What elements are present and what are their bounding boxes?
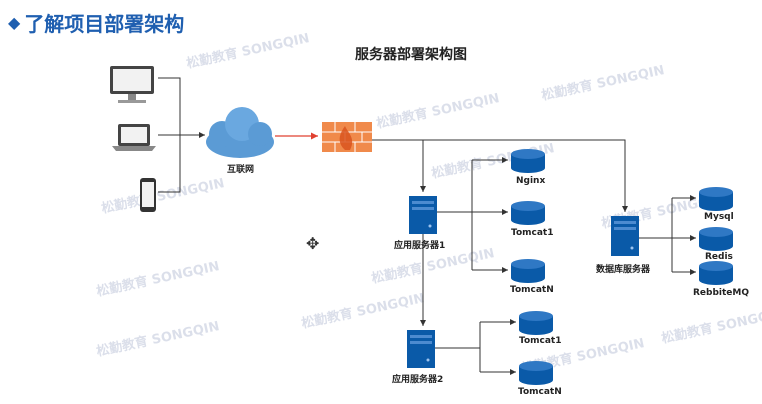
move-cursor-icon: ✥ — [306, 234, 320, 253]
phone-icon — [140, 178, 156, 212]
app-server-1-label: 应用服务器1 — [394, 241, 446, 251]
db-server-label: 数据库服务器 — [596, 265, 651, 275]
tomcat1-a-label: Tomcat1 — [511, 228, 554, 238]
rabbitmq-db-icon — [699, 261, 733, 285]
tomcatN-a-db-icon — [511, 259, 545, 283]
redis-label: Redis — [705, 252, 733, 262]
tomcat1-a-db-icon — [511, 201, 545, 225]
laptop-icon — [112, 124, 156, 151]
diagram-title: 服务器部署架构图 — [355, 47, 467, 63]
tomcat1-b-db-icon — [519, 311, 553, 335]
slide-title: ◆ 了解项目部署架构 — [8, 8, 184, 37]
app-server-2-icon — [407, 330, 435, 368]
app-server-1-icon — [409, 196, 437, 234]
firewall-to-db-link — [372, 139, 628, 212]
cloud-icon — [206, 107, 274, 158]
mysql-db-icon — [699, 187, 733, 211]
firewall-icon — [322, 122, 372, 152]
slide-title-text: 了解项目部署架构 — [24, 12, 185, 36]
tomcat1-b-label: Tomcat1 — [519, 336, 562, 346]
client-connectors — [158, 77, 205, 193]
internet-label: 互联网 — [227, 165, 255, 175]
tomcatN-b-db-icon — [519, 361, 553, 385]
app-server-2-label: 应用服务器2 — [392, 375, 444, 385]
rabbitmq-label: RebbiteMQ — [693, 288, 750, 298]
tomcatN-b-label: TomcatN — [518, 387, 562, 397]
nginx-db-icon — [511, 149, 545, 173]
redis-db-icon — [699, 227, 733, 251]
db-server-icon — [611, 216, 639, 256]
mysql-label: Mysql — [704, 212, 734, 222]
tomcatN-a-label: TomcatN — [510, 285, 554, 295]
nginx-label: Nginx — [516, 176, 546, 186]
diamond-bullet-icon: ◆ — [8, 13, 21, 32]
desktop-icon — [110, 66, 154, 103]
